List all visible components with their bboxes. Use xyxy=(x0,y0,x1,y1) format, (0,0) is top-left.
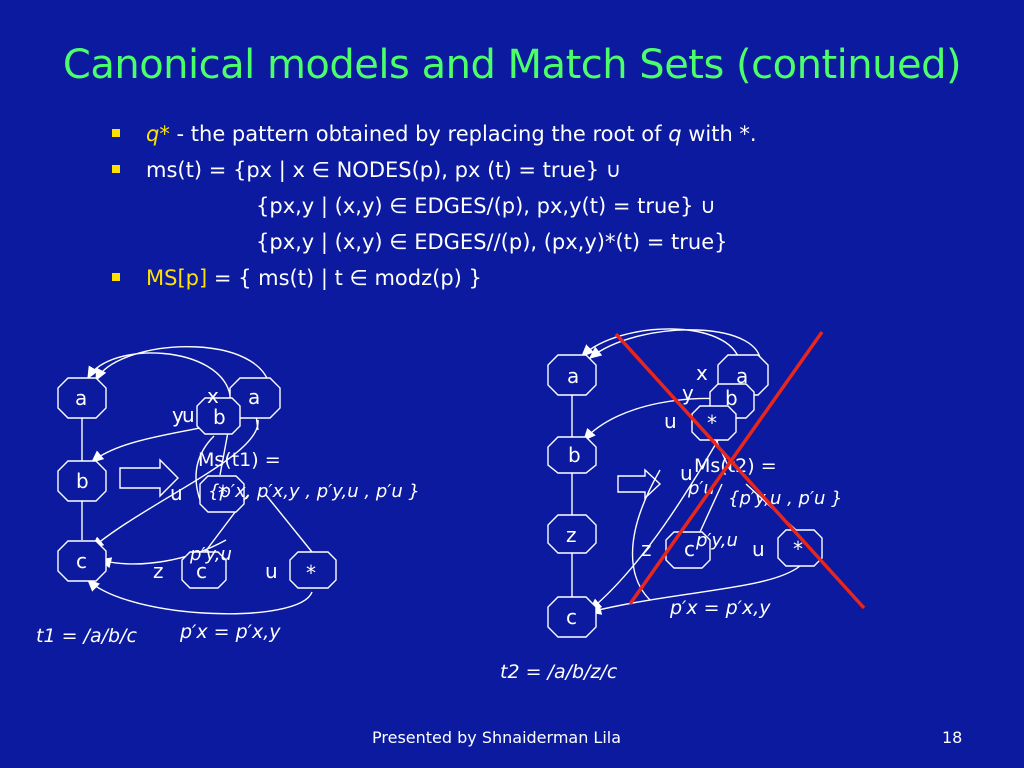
right-diagram-labels: a b z c a b * c * x y u u z u Ms(t2) = {… xyxy=(500,361,843,683)
bullet-marker xyxy=(112,165,120,173)
ms-definition-line3: {px,y | (x,y) ∈ EDGES//(p), (px,y)*(t) =… xyxy=(256,230,728,254)
ms-t1-set: {p′x, p′x,y , p′y,u , p′u } xyxy=(208,481,420,502)
left-diagram-labels: a b c a b * c * x y u u z u Ms(t1) = {p′… xyxy=(36,384,420,647)
edge-label-z: z xyxy=(641,537,652,561)
node-star: * xyxy=(306,561,316,585)
node-a: a xyxy=(75,386,87,410)
node-star: * xyxy=(218,481,228,505)
ms-t1-label: Ms(t1) = xyxy=(198,449,281,471)
ms-definition-line2: {px,y | (x,y) ∈ EDGES/(p), px,y(t) = tru… xyxy=(256,194,716,218)
tree-t2-label: t2 = /a/b/z/c xyxy=(500,661,618,683)
node-c: c xyxy=(566,605,577,629)
page-number: 18 xyxy=(942,728,963,747)
match-set-label: MS[p] xyxy=(146,266,208,290)
node-a: a xyxy=(736,364,748,388)
edge-label-x: x xyxy=(207,384,219,408)
node-c: c xyxy=(76,549,87,573)
edge-label-u: u xyxy=(170,481,183,505)
ms-definition-line1: ms(t) = {px | x ∈ NODES(p), px (t) = tru… xyxy=(146,158,622,182)
node-star: * xyxy=(707,411,717,435)
node-b: b xyxy=(568,443,581,467)
node-c: c xyxy=(196,559,207,583)
node-b: b xyxy=(76,469,89,493)
edge-label-u: u xyxy=(265,559,278,583)
right-diagram xyxy=(571,328,801,615)
edge-label-u: u xyxy=(664,409,677,433)
edge-label-u: u xyxy=(182,403,195,427)
tree-t1-label: t1 = /a/b/c xyxy=(36,625,137,647)
edge-label-y: y xyxy=(682,381,694,405)
slide-title: Canonical models and Match Sets (continu… xyxy=(62,42,962,88)
p-prime-yu-label: p′y,u xyxy=(189,544,232,565)
node-star: * xyxy=(793,537,803,561)
node-z: z xyxy=(566,523,577,547)
node-b: b xyxy=(725,386,738,410)
node-a: a xyxy=(248,385,260,409)
p-prime-x-equation: p′x = p′x,y xyxy=(669,597,771,619)
p-prime-x-equation: p′x = p′x,y xyxy=(179,621,281,643)
node-b: b xyxy=(213,405,226,429)
right-diagram-nodes xyxy=(547,354,823,638)
p-prime-yu-label: p′y,u xyxy=(695,530,738,551)
node-a: a xyxy=(567,364,579,388)
edge-label-u: u xyxy=(680,461,693,485)
left-diagram-nodes xyxy=(57,377,337,589)
bullet-marker xyxy=(112,129,120,137)
edge-label-x: x xyxy=(696,361,708,385)
edge-label-y: y xyxy=(172,403,184,427)
edge-label-u: u xyxy=(752,537,765,561)
red-cross xyxy=(614,330,866,610)
edge-label-z: z xyxy=(153,559,164,583)
q-star: q* xyxy=(146,122,170,146)
footer-presenter: Presented by Shnaiderman Lila xyxy=(372,728,622,747)
node-c: c xyxy=(684,537,695,561)
bullet-marker xyxy=(112,273,120,281)
ms-t2-set: {p′y,u , p′u } xyxy=(728,488,843,509)
